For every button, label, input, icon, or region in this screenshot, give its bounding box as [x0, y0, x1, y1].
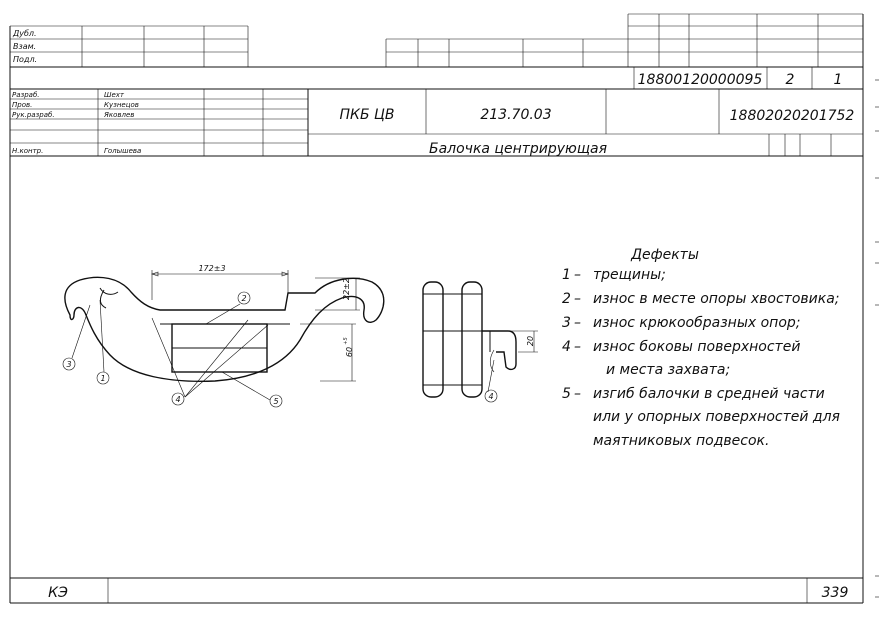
edge-marks	[875, 79, 879, 598]
approval-label-podl: Подл.	[13, 55, 37, 64]
callout-1: 1	[96, 371, 110, 385]
defect-dash: –	[574, 386, 581, 402]
footer-code: КЭ	[48, 585, 68, 601]
defect-text: трещины;	[593, 267, 666, 283]
staff-name: Шехт	[104, 91, 125, 99]
svg-text:4: 4	[488, 392, 493, 401]
callout-2: 2	[237, 291, 251, 305]
defect-num: 2	[562, 291, 571, 307]
defect-text: изгиб балочки в средней части	[593, 386, 825, 402]
sheets-count: 1	[834, 72, 843, 88]
org-name: ПКБ ЦВ	[340, 107, 395, 123]
staff-role: Н.контр.	[12, 147, 43, 155]
defect-text: износ боковы поверхностей	[593, 339, 800, 355]
svg-text:5: 5	[273, 397, 278, 406]
defect-num: 1	[562, 267, 571, 283]
svg-text:3: 3	[66, 360, 71, 369]
svg-text:1: 1	[100, 374, 105, 383]
staff-name: Яковлев	[103, 111, 134, 119]
svg-text:2: 2	[241, 294, 246, 303]
defect-dash: –	[574, 315, 581, 331]
defect-dash: –	[574, 339, 581, 355]
staff-role: Пров.	[12, 101, 32, 109]
title-block-top: Дубл. Взам. Подл. 18800120000095 2 1	[9, 13, 864, 603]
defect-text-cont: и места захвата;	[606, 362, 730, 378]
staff-role: Рук.разраб.	[12, 111, 55, 119]
dim-height: 60	[345, 347, 354, 357]
dim-height-tolerance: +5	[343, 337, 349, 344]
approval-label-vzam: Взам.	[13, 42, 36, 51]
approval-label-dubl: Дубл.	[12, 29, 37, 38]
dim-side: 20	[526, 336, 535, 346]
sheet-number: 2	[786, 72, 795, 88]
callout-3: 3	[62, 357, 76, 371]
staff-name: Голышева	[104, 147, 141, 155]
defect-num: 4	[562, 339, 571, 355]
part-title: Балочка центрирующая	[429, 141, 607, 157]
doc-number-secondary: 18802020201752	[730, 108, 855, 124]
footer: КЭ 339	[10, 577, 863, 604]
defects-heading: Дефекты	[630, 247, 699, 263]
defect-num: 3	[562, 315, 571, 331]
doc-number: 18800120000095	[638, 72, 763, 88]
defect-dash: –	[574, 267, 581, 283]
staff-role: Разраб.	[12, 91, 40, 99]
dim-width: 172±3	[198, 264, 225, 273]
defect-text: износ крюкообразных опор;	[593, 315, 801, 331]
dim-hook-height: 22±2	[342, 278, 351, 300]
staff-list: Разраб. Шехт Пров. Кузнецов Рук.разраб. …	[12, 91, 141, 155]
staff-name: Кузнецов	[104, 101, 139, 109]
front-view: 172±3 22±2 60 +5 2 3 1	[62, 264, 385, 408]
page-number: 339	[822, 585, 849, 601]
defect-dash: –	[574, 291, 581, 307]
svg-text:4: 4	[175, 395, 180, 404]
callout-5: 5	[269, 394, 283, 408]
drawing-code: 213.70.03	[480, 107, 551, 123]
callout-4-side: 4	[484, 389, 498, 403]
defect-text: износ в месте опоры хвостовика;	[593, 291, 840, 307]
defect-text-cont: или у опорных поверхностей для	[593, 409, 840, 425]
callout-4: 4	[171, 392, 185, 406]
defect-num: 5	[562, 386, 571, 402]
defect-text-cont: маятниковых подвесок.	[593, 433, 769, 449]
title-block-main: Разраб. Шехт Пров. Кузнецов Рук.разраб. …	[10, 89, 863, 157]
side-view: 20 4	[422, 281, 538, 403]
defects-list: Дефекты 1 – трещины; 2 – износ в месте о…	[562, 247, 840, 449]
